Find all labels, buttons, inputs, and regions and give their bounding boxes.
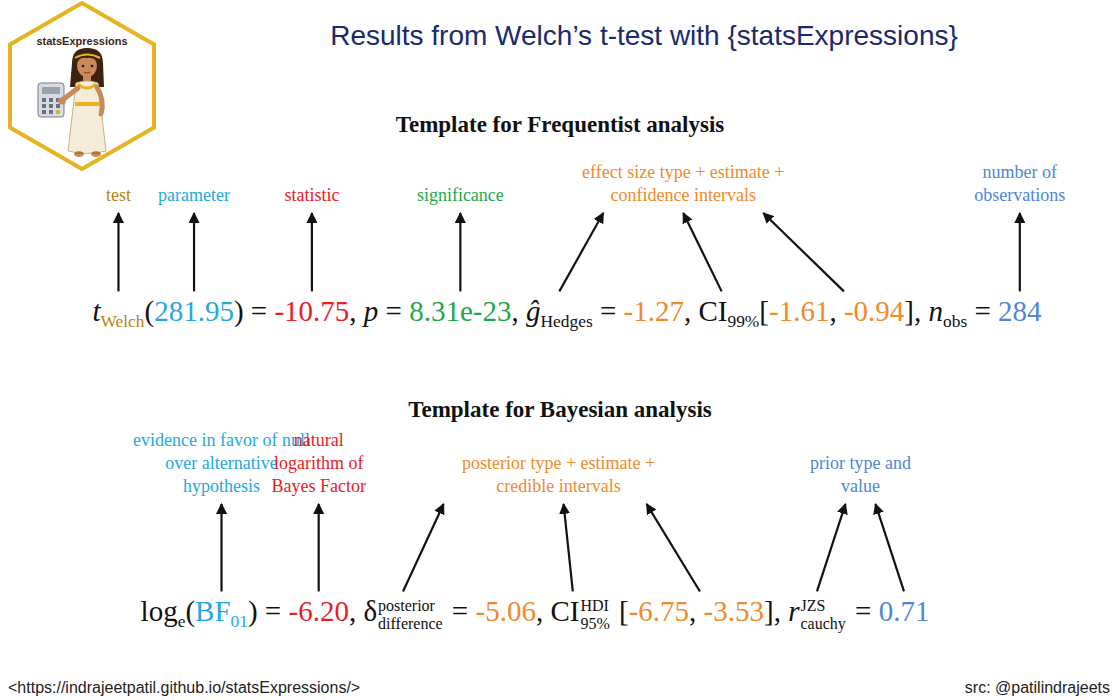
formula-term: ) = [248, 595, 289, 627]
formula-term: 8.31e-23 [409, 295, 511, 327]
credit-note: src: @patilindrajeets [965, 679, 1110, 697]
formula-term: [ [759, 295, 769, 327]
page-title: Results from Welch’s t-test with {statsE… [330, 20, 958, 52]
section-heading: Template for Frequentist analysis [396, 112, 725, 138]
formula-term: , CI [684, 295, 728, 327]
formula-term: 99% [727, 311, 759, 331]
formula-term: posterior [378, 597, 443, 615]
formula-term: = [967, 295, 998, 327]
formula-term: -1.27 [624, 295, 684, 327]
formula-term: p [364, 295, 379, 327]
formula-term: , [349, 295, 364, 327]
leader-arrow [220, 504, 222, 591]
formula-term: 01 [231, 611, 248, 631]
annotation-label: number of observations [964, 161, 1076, 207]
leader-arrow [311, 213, 313, 291]
formula-term: obs [943, 311, 967, 331]
leader-arrow [1019, 213, 1021, 291]
formula-term: -0.94 [844, 295, 904, 327]
formula-row: loge(BF01) = -6.20, δposteriordifference… [141, 595, 930, 632]
formula-term: , [349, 595, 364, 627]
formula-term: -5.06 [475, 595, 535, 627]
formula-term: Welch [101, 311, 145, 331]
formula-term: t [92, 295, 100, 327]
formula-term: , [512, 295, 527, 327]
annotation-label: significance [417, 184, 504, 207]
formula-term: BF [195, 595, 230, 627]
script-stack: HDI95% [580, 597, 609, 633]
formula-term: cauchy [800, 615, 845, 633]
formula-term: JZS [800, 597, 845, 615]
formula-term: 95% [580, 615, 609, 633]
formula-term: ĝ [526, 295, 541, 327]
formula-term: ( [185, 595, 195, 627]
leader-arrow [193, 213, 195, 291]
hexagon-outline [8, 1, 156, 171]
leader-arrow [559, 213, 603, 291]
leader-arrow [875, 504, 904, 591]
formula-term: -6.75 [629, 595, 689, 627]
formula-term: -10.75 [274, 295, 349, 327]
logo-hexagon: statsExpressions [8, 1, 156, 171]
annotation-label: prior type and value [799, 452, 921, 498]
formula-term: -3.53 [704, 595, 764, 627]
annotation-label: posterior type + estimate + credible int… [434, 452, 684, 498]
formula-term: e [178, 611, 186, 631]
formula-term: Hedges [541, 311, 593, 331]
formula-term: -6.20 [288, 595, 348, 627]
formula-term: n [929, 295, 944, 327]
formula-term: , [829, 295, 844, 327]
formula-term: r [788, 595, 799, 627]
script-stack: posteriordifference [378, 597, 443, 633]
leader-arrow [459, 213, 461, 291]
formula-term: = [378, 295, 409, 327]
formula-row: tWelch(281.95) = -10.75, p = 8.31e-23, ĝ… [92, 295, 1041, 330]
logo-name: statsExpressions [36, 35, 127, 47]
annotation-label: test [106, 184, 131, 207]
leader-arrow [117, 213, 119, 291]
formula-term: δ [363, 595, 377, 627]
formula-term: difference [378, 615, 443, 633]
formula-term: , CI [536, 595, 580, 627]
annotation-label: natural logarithm of Bayes Factor [260, 429, 378, 498]
formula-term: HDI [580, 597, 609, 615]
leader-arrow [683, 213, 721, 291]
formula-term: [ [612, 595, 629, 627]
formula-term: ], [904, 295, 928, 327]
leader-arrow [403, 504, 444, 591]
formula-term: ) = [234, 295, 275, 327]
formula-term: -1.61 [769, 295, 829, 327]
formula-term: 0.71 [879, 595, 930, 627]
formula-term: = [593, 295, 624, 327]
leader-arrow [564, 504, 573, 591]
annotation-label: effect size type + estimate + confidence… [558, 161, 808, 207]
formula-term: ( [145, 295, 155, 327]
leader-arrow [763, 213, 844, 291]
leader-arrow [318, 504, 320, 591]
formula-term: = [445, 595, 476, 627]
formula-term: log [141, 595, 178, 627]
script-stack: JZScauchy [800, 597, 845, 633]
formula-term: ], [764, 595, 788, 627]
annotation-label: parameter [158, 184, 230, 207]
formula-term: , [689, 595, 704, 627]
formula-term: = [848, 595, 879, 627]
formula-term: 284 [998, 295, 1042, 327]
formula-term: 281.95 [154, 295, 234, 327]
logo-figure [8, 1, 156, 171]
leader-arrow [647, 504, 700, 591]
leader-arrow [817, 504, 846, 591]
annotation-label: statistic [284, 184, 339, 207]
source-url: <https://indrajeetpatil.github.io/statsE… [8, 679, 360, 697]
section-heading: Template for Bayesian analysis [408, 397, 712, 423]
